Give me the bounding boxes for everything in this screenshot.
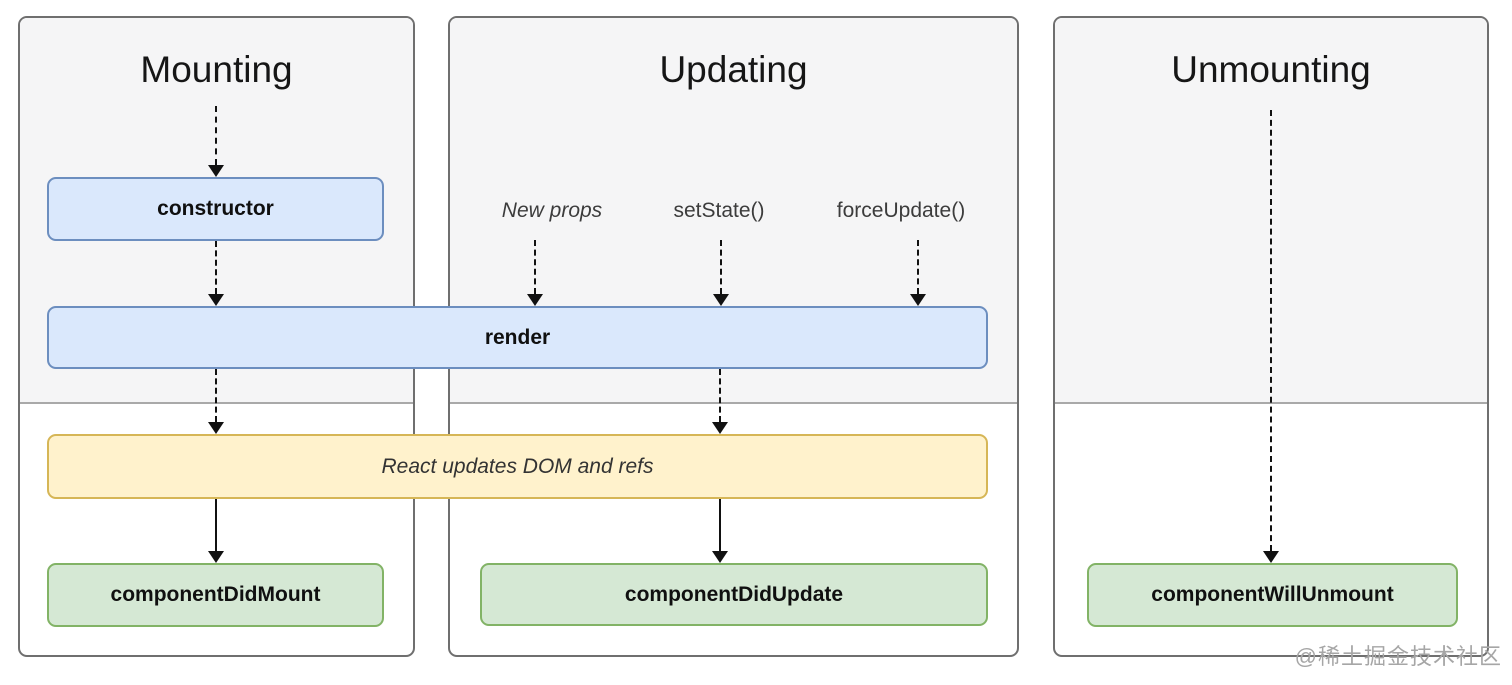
mounting-title: Mounting <box>140 49 293 90</box>
arrowhead-icon <box>713 294 729 306</box>
arrow-line <box>1270 110 1272 551</box>
arrowhead-icon <box>208 422 224 434</box>
arrow-line <box>215 241 217 294</box>
render-box: render <box>47 306 988 369</box>
constructor-box: constructor <box>47 177 384 241</box>
arrowhead-icon <box>208 165 224 177</box>
forceupdate-label: forceUpdate() <box>836 199 966 222</box>
arrow-line <box>534 240 536 294</box>
arrow-line <box>215 106 217 165</box>
componentdidupdate-box: componentDidUpdate <box>480 563 988 626</box>
arrow-line <box>917 240 919 294</box>
new-props-label: New props <box>501 199 603 222</box>
arrowhead-icon <box>208 294 224 306</box>
arrowhead-icon <box>527 294 543 306</box>
arrow-line <box>719 369 721 422</box>
unmounting-title: Unmounting <box>1171 49 1371 90</box>
componentdidmount-box: componentDidMount <box>47 563 384 627</box>
arrowhead-icon <box>712 551 728 563</box>
arrowhead-icon <box>910 294 926 306</box>
react-updates-dom-box: React updates DOM and refs <box>47 434 988 499</box>
setstate-label: setState() <box>673 199 765 222</box>
arrowhead-icon <box>712 422 728 434</box>
arrow-line <box>719 499 721 551</box>
arrowhead-icon <box>208 551 224 563</box>
arrow-line <box>215 369 217 422</box>
arrow-line <box>720 240 722 294</box>
watermark: @稀土掘金技术社区 <box>1294 644 1502 669</box>
arrowhead-icon <box>1263 551 1279 563</box>
componentwillunmount-box: componentWillUnmount <box>1087 563 1458 627</box>
arrow-line <box>215 499 217 551</box>
updating-title: Updating <box>659 49 808 90</box>
